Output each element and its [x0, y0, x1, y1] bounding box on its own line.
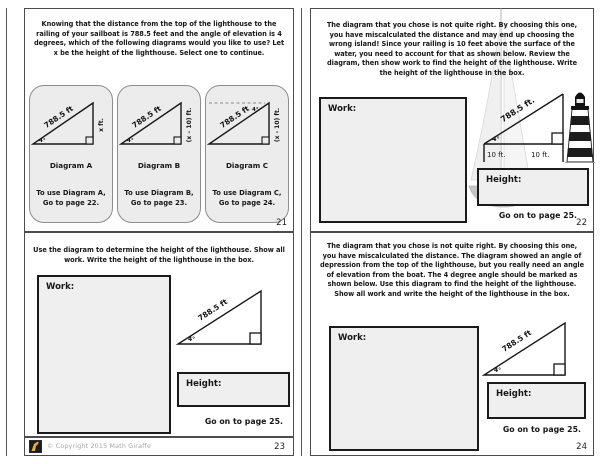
diagram-b-instruction: To use Diagram B, Go to page 23. [118, 188, 200, 209]
main-sail [470, 19, 502, 181]
work-label: Work: [338, 333, 367, 343]
right-angle-marker [173, 136, 182, 145]
diagram-a-instruction: To use Diagram A, Go to page 22. [30, 188, 112, 209]
angle-label: 4° [492, 135, 500, 143]
page-22: The diagram that you chose is not quite … [310, 8, 595, 232]
diagram-a-title: Diagram A [49, 161, 93, 170]
instruction-line-2: Go to page 24. [218, 199, 276, 208]
page-24: The diagram that you chose is not quite … [310, 232, 594, 456]
right-angle-marker [553, 363, 566, 376]
page-23: Use the diagram to determine the height … [24, 232, 294, 437]
angle-label: 4° [127, 138, 134, 144]
angle-label: 4° [39, 138, 46, 144]
triangle-outline [206, 101, 270, 145]
right-angle-marker [551, 132, 564, 145]
left-margin-strip [6, 8, 25, 456]
instruction-line-2: Go to page 23. [130, 199, 188, 208]
copyright-text: © Copyright 2015 Math Giraffe [47, 443, 152, 450]
footer-strip: © Copyright 2015 Math Giraffe 23 [24, 437, 294, 456]
side-label: x ft. [98, 118, 105, 132]
math-giraffe-logo-icon [29, 440, 42, 453]
side-label: (x - 10) ft. [274, 108, 281, 142]
work-box: Work: [37, 275, 171, 434]
diagram-c-instruction: To use Diagram C, Go to page 24. [206, 188, 288, 209]
page-number: 21 [276, 218, 287, 228]
page-22-prompt: The diagram that you chose is not quite … [326, 21, 578, 77]
triangle-outline [30, 101, 94, 145]
work-label: Work: [328, 104, 357, 114]
diagram-card-a[interactable]: 4° 788.5 ft x ft. Diagram A To use Diagr… [29, 85, 113, 223]
goto-text: Go on to page 25. [498, 211, 577, 220]
height-box: Height: [177, 372, 290, 407]
height-box: Height: [477, 168, 589, 206]
page-number: 24 [576, 442, 587, 452]
height-label: Height: [496, 389, 532, 399]
left-offset-label: 10 ft. [487, 151, 505, 159]
right-angle-marker [249, 332, 262, 345]
page-21-prompt: Knowing that the distance from the top o… [33, 20, 285, 57]
height-box: Height: [487, 382, 586, 419]
page-number: 23 [274, 442, 285, 452]
page-number: 22 [576, 218, 587, 228]
hypotenuse-line [483, 93, 564, 145]
lighthouse-diagram: 4° 788.5 ft. 10 ft. 10 ft. [483, 92, 595, 163]
page-21: Knowing that the distance from the top o… [24, 8, 294, 232]
side-label: (x – 10) ft. [186, 108, 193, 143]
page-23-prompt: Use the diagram to determine the height … [33, 246, 285, 264]
triangle-outline [481, 321, 566, 376]
work-box: Work: [319, 97, 467, 223]
angle-label: 4° [494, 367, 501, 374]
instruction-line-1: To use Diagram A, [36, 188, 106, 197]
hypotenuse-label: 788.5 ft [196, 297, 229, 323]
lighthouse-illustration [565, 92, 595, 163]
right-offset-label: 10 ft. [531, 151, 549, 159]
height-label: Height: [186, 379, 222, 389]
triangle-diagram: 4° 788.5 ft [481, 321, 566, 376]
triangle-outline [175, 289, 262, 345]
instruction-line-2: Go to page 22. [42, 199, 100, 208]
diagram-b-triangle: 4° 788.5 ft (x – 10) ft. [118, 101, 193, 145]
triangle-outline [118, 101, 182, 145]
instruction-line-1: To use Diagram C, [212, 188, 282, 197]
angle-label: 4° [188, 336, 195, 343]
hypotenuse-label: 788.5 ft. [499, 96, 536, 124]
page-24-prompt: The diagram that you chose is not quite … [320, 242, 585, 298]
hypotenuse-label: 788.5 ft [500, 328, 533, 354]
diagram-cards-row: 4° 788.5 ft x ft. Diagram A To use Diagr… [29, 85, 289, 223]
diagram-a-triangle: 4° 788.5 ft x ft. [30, 101, 105, 145]
diagram-card-b[interactable]: 4° 788.5 ft (x – 10) ft. Diagram B To us… [117, 85, 201, 223]
diagram-card-c[interactable]: 4° 788.5 ft (x - 10) ft. Diagram C To us… [205, 85, 289, 223]
triangle-diagram: 4° 788.5 ft [175, 289, 262, 345]
height-label: Height: [486, 175, 522, 185]
diagram-c-title: Diagram C [225, 161, 269, 170]
work-label: Work: [46, 282, 75, 292]
right-angle-marker [261, 136, 270, 145]
work-box: Work: [329, 326, 479, 451]
depression-angle-label: 4° [252, 107, 259, 113]
goto-text: Go on to page 25. [204, 417, 283, 426]
instruction-line-1: To use Diagram B, [124, 188, 194, 197]
goto-text: Go on to page 25. [502, 425, 581, 434]
diagram-b-title: Diagram B [137, 161, 181, 170]
diagram-c-triangle: 4° 788.5 ft (x - 10) ft. [206, 101, 281, 145]
right-angle-marker [85, 136, 94, 145]
